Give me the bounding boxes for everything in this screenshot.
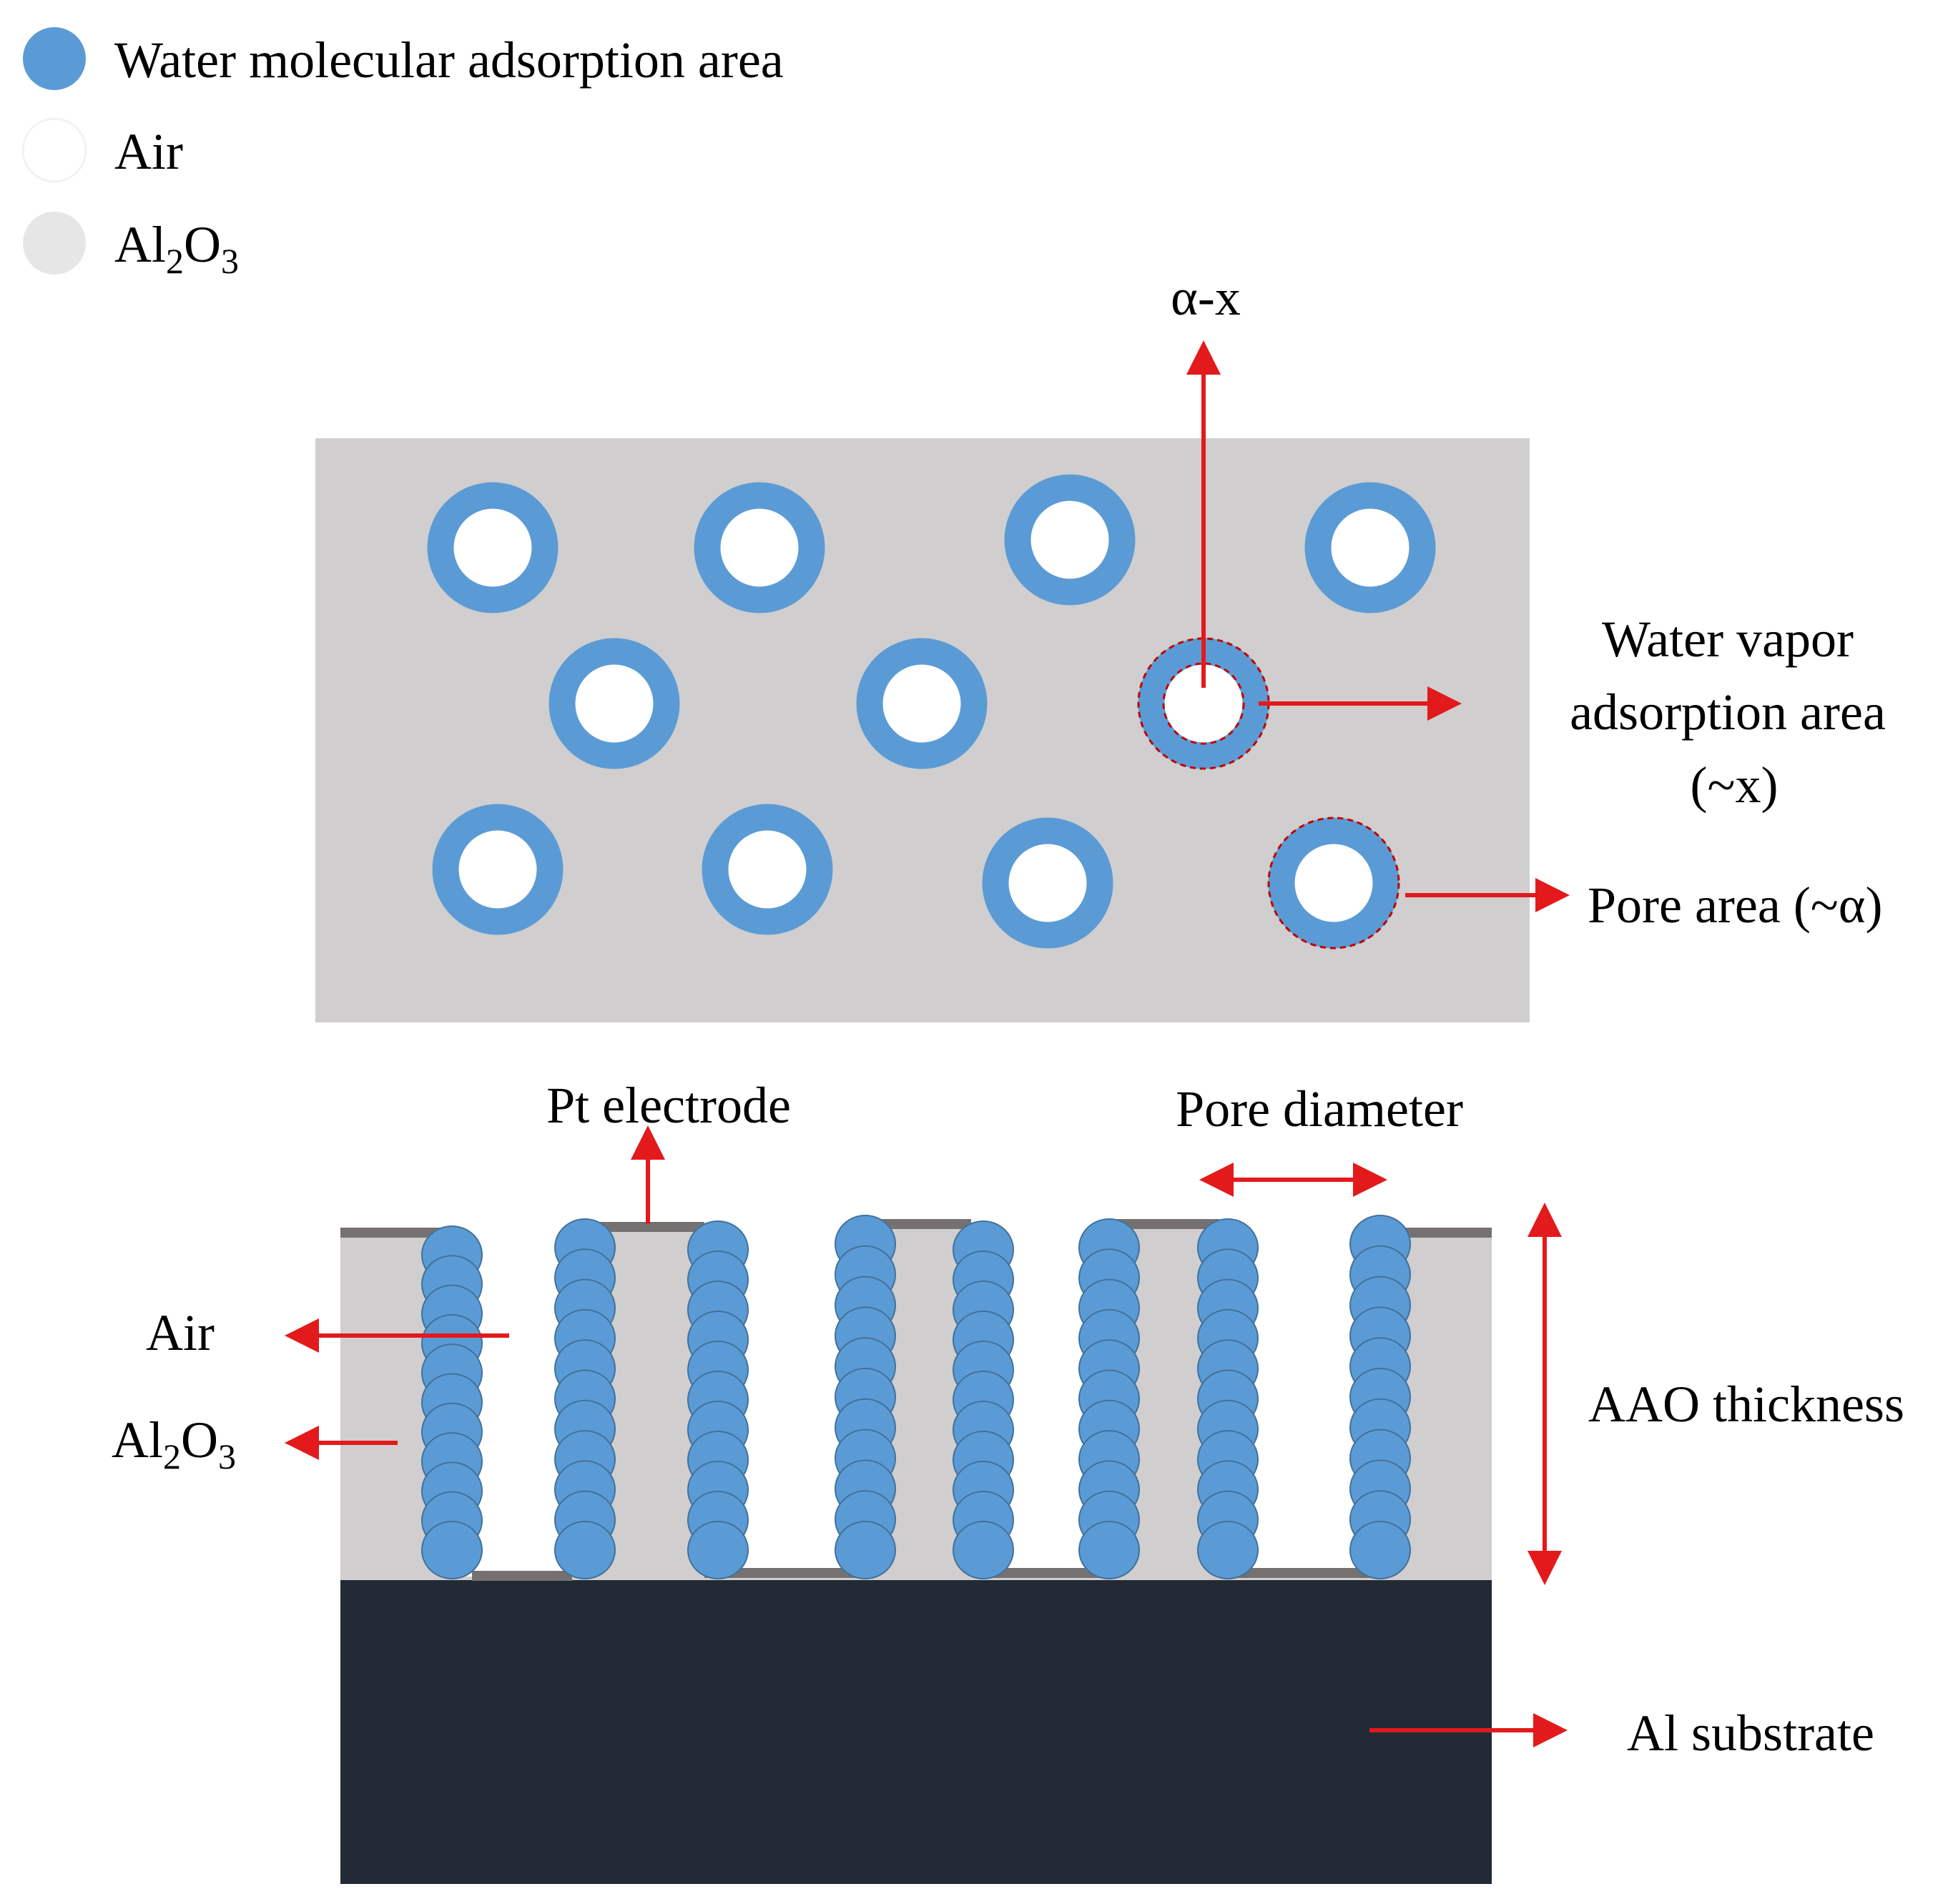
pore-diameter-label: Pore diameter [1176, 1080, 1463, 1138]
pore-area-label: Pore area (~α) [1588, 877, 1882, 934]
water-molecule-column [421, 1225, 483, 1579]
legend-air-label: Air [114, 123, 183, 180]
water-molecule-column [835, 1215, 896, 1579]
water-molecule [421, 1521, 483, 1579]
water-molecule-column [554, 1218, 616, 1579]
pore-ring [702, 804, 833, 935]
al-substrate [340, 1580, 1492, 1884]
water-molecule-column [953, 1220, 1014, 1579]
pore-ring [1004, 474, 1136, 606]
al2o3-label: Al2O3 [112, 1411, 236, 1476]
legend-water-swatch [23, 27, 86, 90]
pore-ring [694, 482, 825, 613]
aao-thickness-label: AAO thickness [1588, 1376, 1904, 1433]
water-molecule [1078, 1521, 1140, 1579]
water-molecule-column [1349, 1215, 1411, 1579]
pore-ring [548, 638, 680, 769]
water-molecule [1197, 1521, 1259, 1579]
pt-electrode-label: Pt electrode [546, 1077, 791, 1134]
pore-ring-highlighted-pore [1267, 817, 1400, 949]
air-label: Air [146, 1304, 215, 1361]
top-view: α-x Water vapor adsorption area (~x) Por… [315, 269, 1899, 1022]
water-molecule [953, 1521, 1014, 1579]
legend-al2o3-swatch [23, 212, 86, 275]
pore-ring [432, 804, 564, 935]
water-molecule [835, 1521, 896, 1579]
pore-ring [856, 638, 988, 769]
water-molecule-column [1078, 1218, 1140, 1579]
legend-al2o3-label: Al2O3 [114, 216, 239, 281]
pore-ring [427, 482, 559, 613]
legend-water-label: Water molecular adsorption area [114, 31, 784, 89]
pore-ring [982, 817, 1113, 949]
legend-air-swatch [21, 117, 87, 183]
water-molecule [687, 1521, 749, 1579]
water-molecule-column [687, 1220, 749, 1579]
cross-section: Pt electrode Pore diameter Air Al2O3 AAO… [112, 1077, 1904, 1884]
pt-electrode-top [340, 1219, 1492, 1238]
pore-ring [1304, 482, 1436, 613]
water-molecule [1349, 1521, 1411, 1579]
alpha-x-label: α-x [1171, 269, 1241, 326]
water-molecule [554, 1521, 616, 1579]
water-molecule-columns [421, 1215, 1411, 1579]
al-substrate-label: Al substrate [1627, 1705, 1874, 1762]
water-molecule-column [1197, 1218, 1259, 1579]
legend: Water molecular adsorption area Air Al2O… [21, 27, 784, 281]
water-vapor-label: Water vapor adsorption area (~x) [1570, 611, 1899, 814]
